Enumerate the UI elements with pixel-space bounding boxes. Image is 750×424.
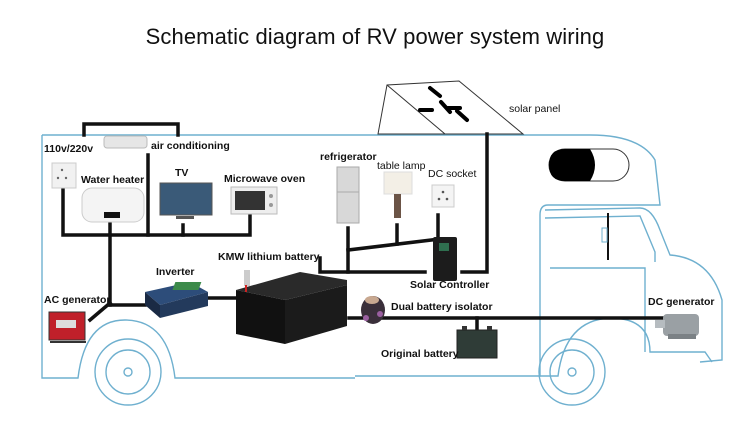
label-ac-outlet: 110v/220v (44, 143, 94, 155)
label-dc-generator: DC generator (648, 296, 715, 308)
microwave-icon (230, 186, 278, 215)
label-refrigerator: refrigerator (320, 151, 377, 163)
label-solar-panel: solar panel (509, 103, 561, 115)
wire-ac-generator (87, 300, 113, 323)
wiring (61, 122, 667, 332)
label-tv: TV (175, 167, 189, 179)
original-battery-icon (456, 326, 498, 359)
ac-generator-icon (48, 311, 86, 343)
dc-socket-icon (431, 184, 455, 208)
wire-solar (460, 132, 489, 274)
label-water-heater: Water heater (81, 174, 145, 186)
lithium-battery-icon (172, 270, 347, 344)
wheel-front-inner (549, 349, 595, 395)
wheel-rear-inner (105, 349, 151, 395)
label-inverter: Inverter (156, 266, 195, 278)
dual-battery-isolator-icon (361, 296, 385, 324)
label-solar-controller: Solar Controller (410, 279, 490, 291)
label-lithium-battery: KMW lithium battery (218, 251, 320, 263)
dc-generator-icon (655, 314, 699, 339)
refrigerator-icon (336, 166, 360, 224)
wire-ac-bus (61, 188, 252, 237)
label-microwave-oven: Microwave oven (224, 173, 306, 185)
rv-lower-left-outline (41, 135, 355, 379)
label-original-battery: Original battery (381, 348, 459, 360)
rv-outline (41, 134, 723, 406)
rv-body-outline (42, 134, 661, 377)
label-dual-battery-isolator: Dual battery isolator (391, 301, 493, 313)
solar-controller-icon (433, 237, 457, 281)
wire-dc-loads (346, 237, 442, 252)
solar-panel-icon (377, 80, 525, 135)
label-air-conditioning: air conditioning (151, 140, 230, 152)
rv-cab-outline (544, 207, 723, 363)
label-ac-generator: AC generator (44, 294, 111, 306)
label-table-lamp: table lamp (377, 160, 426, 172)
water-heater-icon (81, 187, 145, 223)
wire-ac-loop (82, 122, 180, 137)
ac-outlet-icon (51, 162, 77, 189)
air-conditioner-icon (103, 135, 148, 149)
tv-icon (159, 182, 213, 219)
table-lamp-icon (383, 171, 413, 218)
wheel-rear-outer (94, 338, 162, 406)
diagram-title: Schematic diagram of RV power system wir… (145, 24, 605, 49)
cab-overhead-window (548, 148, 630, 182)
label-dc-socket: DC socket (428, 168, 477, 180)
wheel-front-outer (538, 338, 606, 406)
wire-dc-bus (318, 256, 427, 274)
